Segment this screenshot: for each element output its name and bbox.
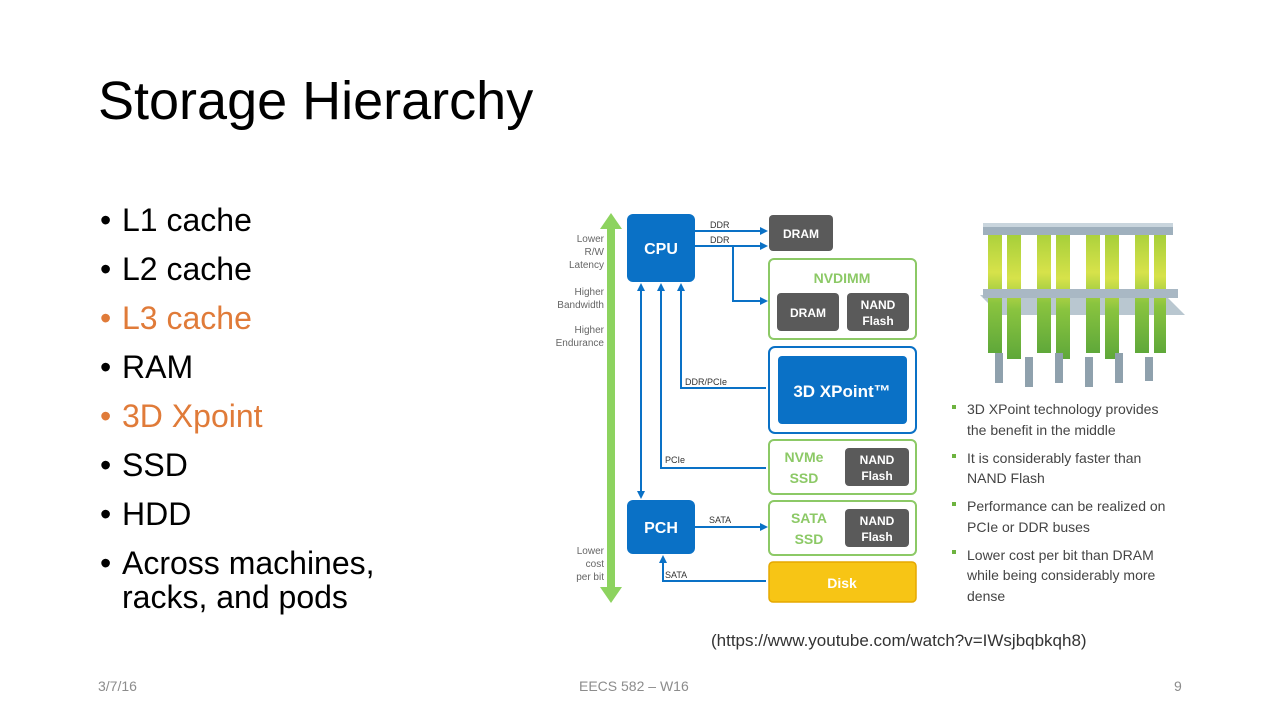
bullet-3d-xpoint: •3D Xpoint xyxy=(100,398,263,434)
bullet-ram: •RAM xyxy=(100,349,194,385)
nvme-ssd-label: SSD xyxy=(790,470,819,486)
sata-flash-label: Flash xyxy=(861,530,892,544)
bullet-l3-cache: •L3 cache xyxy=(100,300,252,336)
axis-labels-top: Lower R/W Latency Higher Bandwidth Highe… xyxy=(556,234,605,349)
slide-title: Storage Hierarchy xyxy=(98,71,534,131)
footer-page-number: 9 xyxy=(1174,678,1182,694)
sata-label: SATA xyxy=(791,510,827,526)
svg-text:per bit: per bit xyxy=(576,572,604,583)
nvme-nand-label: NAND xyxy=(860,453,895,467)
nvme-label: NVMe xyxy=(785,449,824,465)
svg-text:3D XPoint technology provides: 3D XPoint technology provides xyxy=(967,401,1158,417)
bullet-l1-cache: •L1 cache xyxy=(100,202,252,238)
nvdimm-nand-label: NAND xyxy=(861,298,896,312)
svg-text:the benefit in the middle: the benefit in the middle xyxy=(967,422,1116,438)
svg-text:PCIe or DDR buses: PCIe or DDR buses xyxy=(967,519,1090,535)
cpu-label: CPU xyxy=(644,241,678,258)
nvdimm-nand-box xyxy=(847,293,909,331)
nvdimm-label: NVDIMM xyxy=(814,270,871,286)
storage-diagram: Lower R/W Latency Higher Bandwidth Highe… xyxy=(556,213,1185,604)
svg-text:It is considerably faster than: It is considerably faster than xyxy=(967,450,1141,466)
green-double-arrow xyxy=(600,213,622,603)
svg-text:Bandwidth: Bandwidth xyxy=(557,300,604,311)
dram-label: DRAM xyxy=(783,227,819,241)
cpu-box xyxy=(627,214,695,282)
bullet-list: •L1 cache •L2 cache •L3 cache •RAM •3D X… xyxy=(100,204,440,631)
nvdimm-dram-box xyxy=(777,293,839,331)
nvme-nand-box xyxy=(845,448,909,486)
svg-text:Higher: Higher xyxy=(575,325,605,336)
source-url: (https://www.youtube.com/watch?v=IWsjbqb… xyxy=(711,631,1087,650)
xpoint-notes: 3D XPoint technology provides the benefi… xyxy=(952,401,1165,604)
svg-text:R/W: R/W xyxy=(585,247,605,258)
svg-text:Latency: Latency xyxy=(569,260,604,271)
svg-text:while being considerably more: while being considerably more xyxy=(966,567,1156,583)
svg-text:Lower: Lower xyxy=(577,546,605,557)
svg-text:DDR: DDR xyxy=(710,220,730,230)
svg-text:PCIe: PCIe xyxy=(665,455,685,465)
axis-labels-bottom: Lower cost per bit xyxy=(576,546,604,583)
footer-date: 3/7/16 xyxy=(98,678,137,694)
nvdimm-flash-label: Flash xyxy=(862,314,893,328)
dram-box xyxy=(769,215,833,251)
footer-course: EECS 582 – W16 xyxy=(579,678,689,694)
sata-nand-box xyxy=(845,509,909,547)
sata-ssd-label: SSD xyxy=(795,531,824,547)
svg-text:DDR: DDR xyxy=(710,235,730,245)
svg-text:Lower: Lower xyxy=(577,234,605,245)
pch-label: PCH xyxy=(644,520,678,537)
svg-text:dense: dense xyxy=(967,588,1005,604)
svg-text:Higher: Higher xyxy=(575,287,605,298)
svg-text:Performance can be realized on: Performance can be realized on xyxy=(967,498,1165,514)
svg-text:Endurance: Endurance xyxy=(556,338,605,349)
nvdimm-dram-label: DRAM xyxy=(790,306,826,320)
xpoint-label: 3D XPoint™ xyxy=(793,382,890,401)
bullet-l2-cache: •L2 cache xyxy=(100,251,252,287)
bullet-across-machines: •Across machines, racks, and pods xyxy=(100,545,375,615)
bullet-ssd: •SSD xyxy=(100,447,188,483)
sata-nand-label: NAND xyxy=(860,514,895,528)
disk-label: Disk xyxy=(827,575,857,591)
svg-text:SATA: SATA xyxy=(709,515,731,525)
svg-text:cost: cost xyxy=(586,559,605,570)
xpoint-box xyxy=(778,356,907,424)
pch-box xyxy=(627,500,695,554)
link-labels: DDR DDR DDR/PCIe PCIe SATA SATA xyxy=(665,220,731,580)
svg-text:Lower cost per bit than DRAM: Lower cost per bit than DRAM xyxy=(967,547,1154,563)
svg-text:SATA: SATA xyxy=(665,570,687,580)
connectors xyxy=(637,227,768,582)
disk-box xyxy=(768,561,917,603)
nvme-flash-label: Flash xyxy=(861,469,892,483)
bullet-hdd: •HDD xyxy=(100,496,192,532)
svg-text:NAND Flash: NAND Flash xyxy=(967,470,1045,486)
svg-text:DDR/PCIe: DDR/PCIe xyxy=(685,377,727,387)
xpoint-structure-image xyxy=(980,223,1185,387)
